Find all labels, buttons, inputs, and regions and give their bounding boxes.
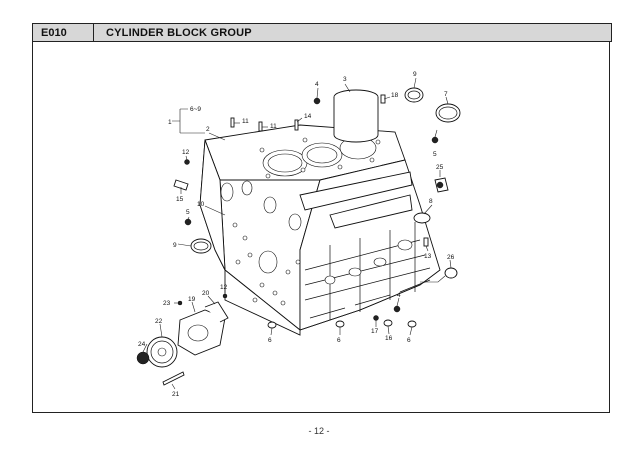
callout-8: 8	[429, 198, 433, 205]
oil-pump	[177, 301, 229, 356]
pin-14	[294, 119, 299, 131]
cylinder-liner	[333, 89, 379, 143]
callout-9-top: 9	[413, 71, 417, 78]
callout-3: 3	[343, 76, 347, 83]
bolt-5-left	[184, 218, 192, 226]
fitting-15	[173, 179, 189, 191]
callout-6-9: 6~9	[190, 106, 201, 113]
callout-labels: 6~9 1 2 3 4 9 7 18 14 11 11 12 15 10 5 9…	[138, 71, 455, 398]
bolt-4-bottom	[393, 305, 401, 313]
section-title: CYLINDER BLOCK GROUP	[106, 26, 252, 39]
pin-13	[423, 237, 429, 247]
callout-26: 26	[447, 254, 455, 261]
section-header: E010 CYLINDER BLOCK GROUP	[32, 23, 612, 42]
page-number: - 12 -	[308, 426, 330, 436]
callout-19: 19	[188, 296, 196, 303]
callout-23: 23	[163, 300, 171, 307]
section-code: E010	[41, 26, 67, 39]
callout-2: 2	[206, 126, 210, 133]
callout-20: 20	[202, 290, 210, 297]
header-divider	[93, 24, 94, 41]
plug-7	[435, 103, 461, 123]
callout-11-right: 11	[270, 123, 277, 130]
callout-24: 24	[138, 341, 146, 348]
callout-11-left: 11	[242, 118, 249, 125]
callout-6-mid: 6	[337, 337, 341, 344]
callout-13: 13	[424, 253, 432, 260]
callout-1: 1	[168, 119, 172, 126]
callout-14: 14	[304, 113, 312, 120]
leader-lines	[142, 77, 452, 390]
callout-25: 25	[436, 164, 444, 171]
bolt-4-top	[313, 97, 321, 105]
callout-10: 10	[197, 201, 205, 208]
nut-24	[136, 351, 150, 365]
callout-9-left: 9	[173, 242, 177, 249]
plug-16	[383, 319, 393, 327]
gear-22	[146, 336, 178, 368]
bolt-23	[177, 300, 183, 306]
callout-22: 22	[155, 318, 163, 325]
callout-6-right: 6	[407, 337, 411, 344]
callout-18: 18	[391, 92, 399, 99]
callout-4-top: 4	[315, 81, 319, 88]
callout-7: 7	[444, 91, 448, 98]
sensor-25	[434, 177, 449, 193]
callout-5-left: 5	[186, 209, 190, 216]
callout-21: 21	[172, 391, 180, 398]
cylinder-block	[199, 124, 441, 336]
callout-16: 16	[385, 335, 393, 342]
bolt-12-left	[184, 159, 190, 165]
plug-26	[444, 267, 458, 279]
callout-12-left: 12	[182, 149, 190, 156]
plug-9-top	[404, 87, 424, 103]
bolt-12-front	[222, 293, 228, 299]
callout-6-left: 6	[268, 337, 272, 344]
bolt-21	[162, 371, 185, 386]
plug-8	[413, 212, 431, 224]
callout-5-right: 5	[433, 151, 437, 158]
callout-12-front: 12	[220, 284, 228, 291]
bolt-5-top	[431, 136, 439, 144]
callout-4-bottom: 4	[397, 292, 401, 299]
plug-9-left	[190, 238, 212, 254]
callout-15: 15	[176, 196, 184, 203]
bolt-17	[373, 315, 379, 321]
stud-18	[380, 94, 386, 104]
pins-11	[230, 117, 263, 132]
diagram-frame	[32, 41, 610, 413]
callout-17: 17	[371, 328, 379, 335]
